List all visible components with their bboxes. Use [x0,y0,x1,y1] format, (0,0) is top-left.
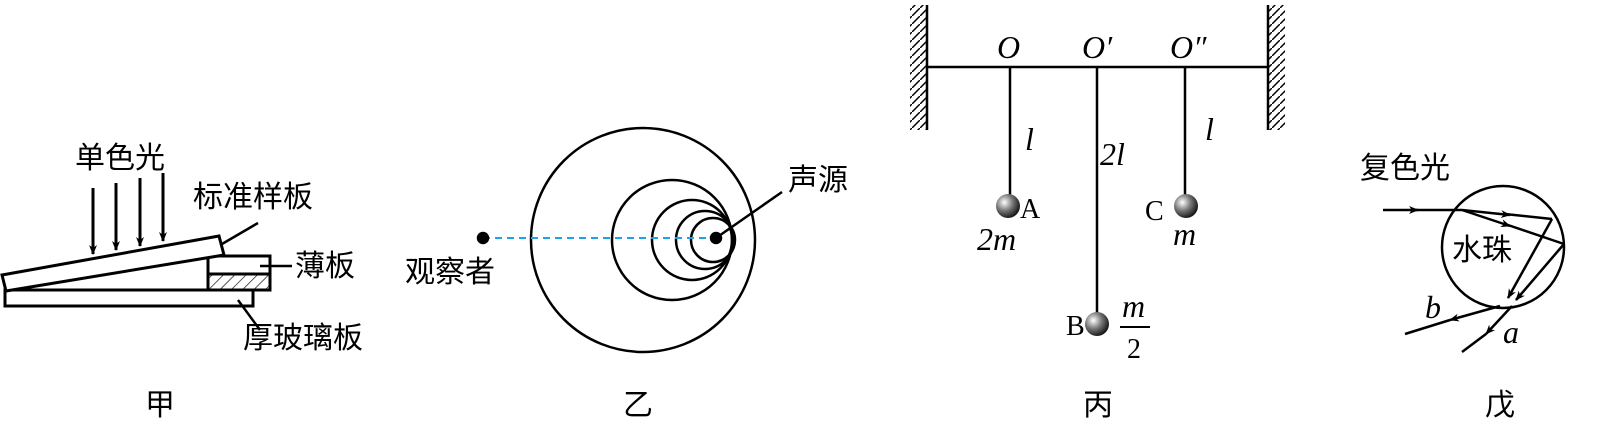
label-sound-source: 声源 [788,163,848,198]
label-monochromatic-light: 单色光 [75,141,165,176]
ray-internal [1506,218,1554,299]
label-water-drop: 水珠 [1452,233,1512,268]
standard-plate [0,234,226,293]
ray-internal [1461,208,1511,228]
left-wall-hatch [910,5,927,130]
label-length-c: l [1205,111,1214,147]
caption-wu: 戊 [1485,388,1515,423]
panel-wu [1383,184,1566,353]
ray-b [1404,318,1451,336]
ray-internal [1461,208,1511,219]
caption-bing: 丙 [1083,388,1113,423]
caption-jia: 甲 [145,388,175,423]
wavefront [529,126,757,354]
label-o-prime: O′ [1082,29,1113,65]
label-o: O [997,29,1020,65]
label-length-a: l [1025,121,1034,157]
leader-line [221,221,259,246]
label-ball-a: A [1020,194,1041,225]
label-o-double-prime: O″ [1170,29,1207,65]
label-ball-b: B [1066,311,1085,342]
label-mass-b-denominator: 2 [1127,334,1141,365]
ball-b [1085,312,1109,336]
ball-c [1174,194,1198,218]
water-drop [1440,184,1566,310]
thick-glass-plate [3,288,255,308]
panel-jia [0,173,292,331]
leader-line [236,299,262,331]
leader-line [715,190,783,240]
label-mass-a: 2m [977,221,1016,257]
label-mass-c: m [1173,216,1196,252]
label-thick-glass: 厚玻璃板 [243,321,363,356]
caption-yi: 乙 [623,388,653,423]
observer-dot [476,231,490,245]
label-thin-plate: 薄板 [295,249,355,284]
label-observer: 观察者 [405,255,495,290]
ray-internal [1515,243,1565,301]
label-standard-plate: 标准样板 [193,180,313,215]
sound-source-dot [709,231,723,245]
ray-a [1485,305,1513,335]
label-length-b: 2l [1100,136,1125,172]
ray-internal [1504,212,1553,221]
right-wall-hatch [1268,5,1285,130]
ray-internal [1504,222,1565,246]
wavefront [689,216,737,264]
panel-yi [476,126,783,354]
ray-b [1449,304,1501,322]
ray-a [1461,333,1487,353]
thin-plate-hatch [206,272,272,292]
label-polychromatic-light: 复色光 [1360,151,1450,186]
wavefront [650,198,734,282]
ball-a [996,194,1020,218]
label-ray-a: a [1503,314,1519,350]
label-mass-b-numerator: m [1122,288,1145,324]
label-ball-c: C [1145,196,1164,227]
label-ray-b: b [1425,289,1441,325]
panel-bing [910,5,1285,336]
